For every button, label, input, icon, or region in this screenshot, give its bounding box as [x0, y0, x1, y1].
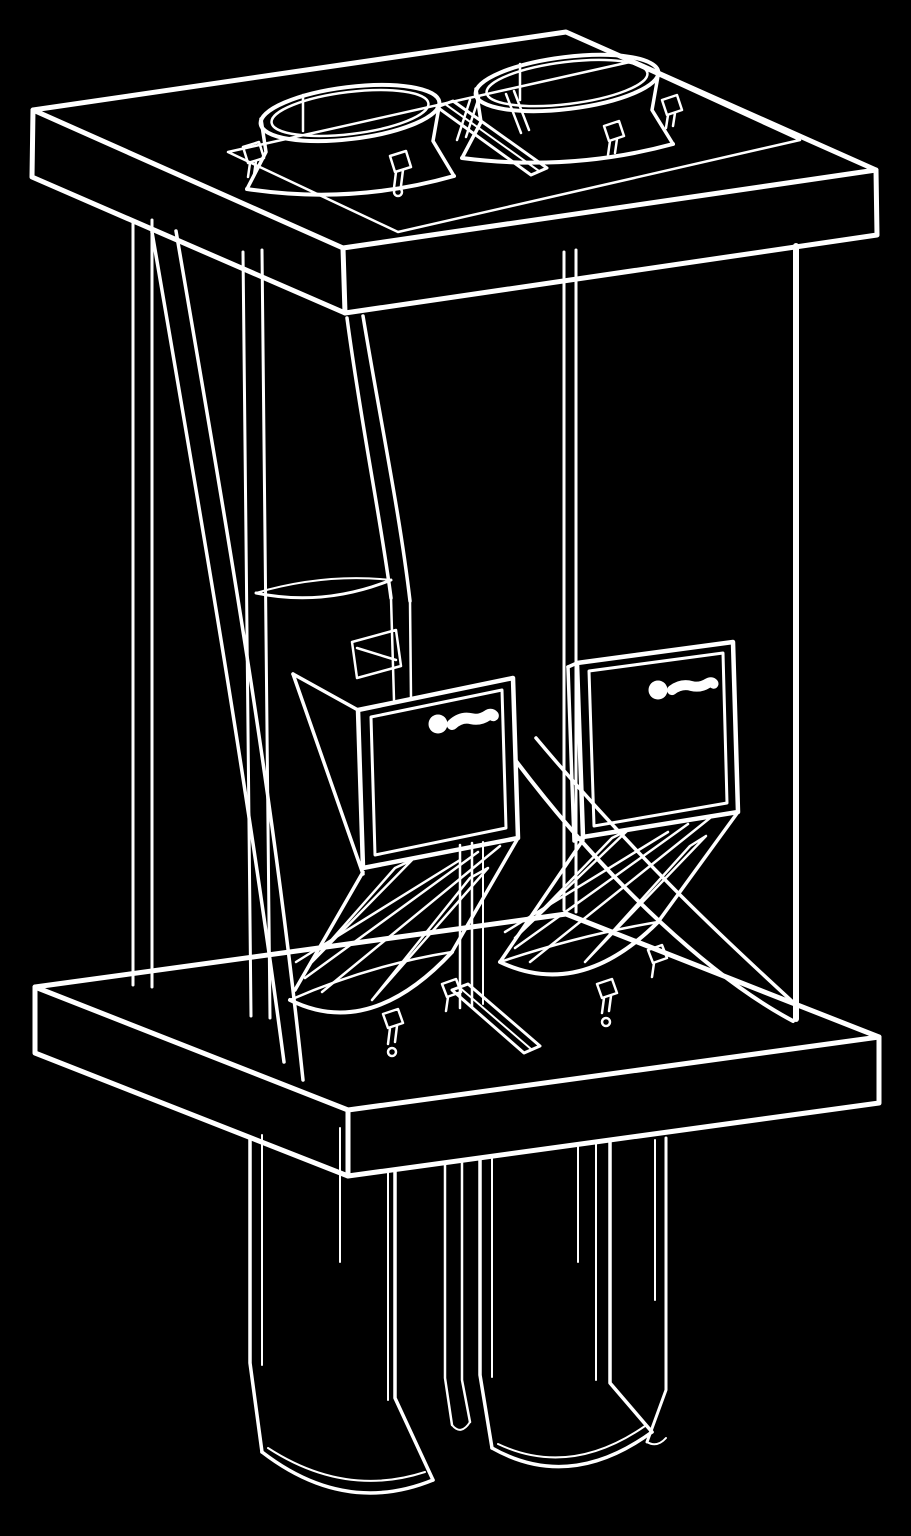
top-collar-left: [245, 82, 456, 197]
collar-strut: [455, 89, 531, 142]
leg-front-right: [478, 1139, 654, 1469]
funnel-gusset: [583, 834, 708, 964]
center-duct: [254, 314, 413, 702]
left-access-panel: [291, 672, 521, 876]
leg-back-left: [443, 1159, 472, 1431]
left-chute-curves: [150, 229, 305, 1082]
top-plate: [29, 29, 880, 316]
left-funnel: [288, 836, 520, 1058]
right-funnel: [498, 810, 740, 1028]
funnel-ribs: [503, 816, 712, 964]
funnel-gusset: [310, 858, 414, 964]
tie-rod-front: [241, 248, 272, 1020]
funnel-gusset: [513, 828, 630, 940]
leg-front-left: [248, 1127, 435, 1495]
tie-rod-back: [562, 248, 578, 914]
latch-clamp-icon: [241, 93, 684, 198]
tie-rod-front-left: [131, 218, 154, 989]
latch-clamp-icon: [595, 943, 669, 1028]
top-plate-recess: [226, 60, 802, 234]
bottom-plate: [32, 911, 882, 1179]
top-diagonal-beam: [435, 99, 549, 177]
right-access-panel: [566, 639, 741, 843]
duct-bracket: [350, 628, 403, 680]
latch-clamp-icon: [381, 977, 463, 1058]
right-duct-swoosh: [514, 736, 797, 1023]
bottom-diagonal-beam: [450, 982, 542, 1055]
brand-badge-icon: [428, 708, 499, 734]
leg-back-right: [645, 1136, 668, 1446]
top-collar-right: [455, 52, 675, 165]
brand-badge-icon: [648, 677, 719, 700]
